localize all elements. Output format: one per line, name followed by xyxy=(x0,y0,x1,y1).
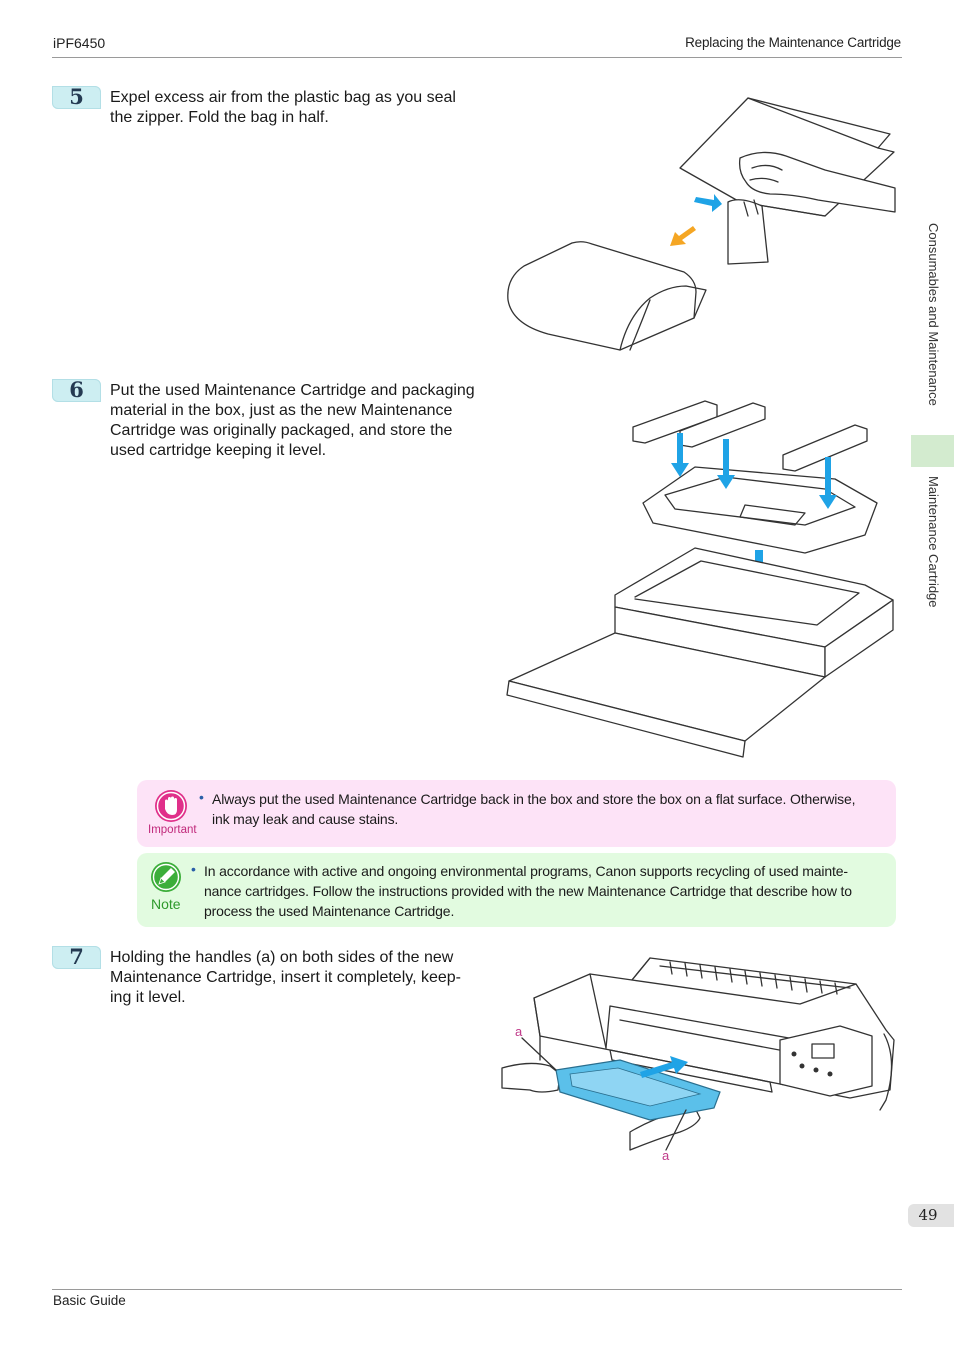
step-6-line-4: used cartridge keeping it level. xyxy=(110,442,327,459)
side-nav-active-tab xyxy=(911,435,954,467)
step-6-text: Put the used Maintenance Cartridge and p… xyxy=(110,381,475,461)
step-5-line-1: Expel excess air from the plastic bag as… xyxy=(110,89,456,106)
header-model: iPF6450 xyxy=(53,35,106,51)
note-bullet: • xyxy=(191,861,196,877)
step-7-text: Holding the handles (a) on both sides of… xyxy=(110,948,461,1008)
note-pencil-icon xyxy=(151,862,181,892)
important-line-2: ink may leak and cause stains. xyxy=(212,811,399,827)
header-rule xyxy=(52,57,902,58)
step-6-line-3: Cartridge was originally packaged, and s… xyxy=(110,422,453,439)
step-6-badge: 6 xyxy=(52,377,101,402)
step-5-line-2: the zipper. Fold the bag in half. xyxy=(110,109,329,126)
step-7-badge: 7 xyxy=(52,944,101,969)
step-6-line-2: material in the box, just as the new Mai… xyxy=(110,402,453,419)
handle-label-bottom: a xyxy=(662,1148,670,1163)
step-5-badge: 5 xyxy=(52,84,101,109)
step-7-number: 7 xyxy=(69,944,84,969)
note-callout: Note • In accordance with active and ong… xyxy=(137,853,896,927)
note-line-2: nance cartridges. Follow the instruction… xyxy=(204,883,852,899)
important-hand-icon xyxy=(155,790,187,822)
page-number-badge: 49 xyxy=(908,1204,954,1227)
note-line-3: process the used Maintenance Cartridge. xyxy=(204,903,455,919)
important-label: Important xyxy=(148,824,197,836)
step-5-text: Expel excess air from the plastic bag as… xyxy=(110,88,456,128)
figure-bag-fold xyxy=(507,97,896,351)
side-nav-section[interactable]: Maintenance Cartridge xyxy=(926,476,941,608)
footer-text: Basic Guide xyxy=(53,1293,126,1308)
footer-rule xyxy=(52,1289,902,1290)
step-7-line-3: ing it level. xyxy=(110,989,186,1006)
step-6-line-1: Put the used Maintenance Cartridge and p… xyxy=(110,382,475,399)
side-nav-chapter[interactable]: Consumables and Maintenance xyxy=(926,223,941,406)
figure-cartridge-box xyxy=(506,400,894,758)
important-line-1: Always put the used Maintenance Cartridg… xyxy=(212,791,856,807)
note-text: In accordance with active and ongoing en… xyxy=(204,861,852,921)
step-5-number: 5 xyxy=(69,84,84,109)
important-callout: Important • Always put the used Maintena… xyxy=(137,780,896,847)
figure-printer-insert xyxy=(501,957,895,1151)
note-label: Note xyxy=(151,896,181,912)
step-7-line-2: Maintenance Cartridge, insert it complet… xyxy=(110,969,461,986)
step-6-number: 6 xyxy=(69,377,84,402)
handle-label-top: a xyxy=(515,1024,523,1039)
header-section-title: Replacing the Maintenance Cartridge xyxy=(685,35,901,50)
important-text: Always put the used Maintenance Cartridg… xyxy=(212,789,856,829)
page-number: 49 xyxy=(918,1206,938,1224)
important-bullet: • xyxy=(199,789,204,805)
note-line-1: In accordance with active and ongoing en… xyxy=(204,863,848,879)
step-7-line-1: Holding the handles (a) on both sides of… xyxy=(110,949,454,966)
